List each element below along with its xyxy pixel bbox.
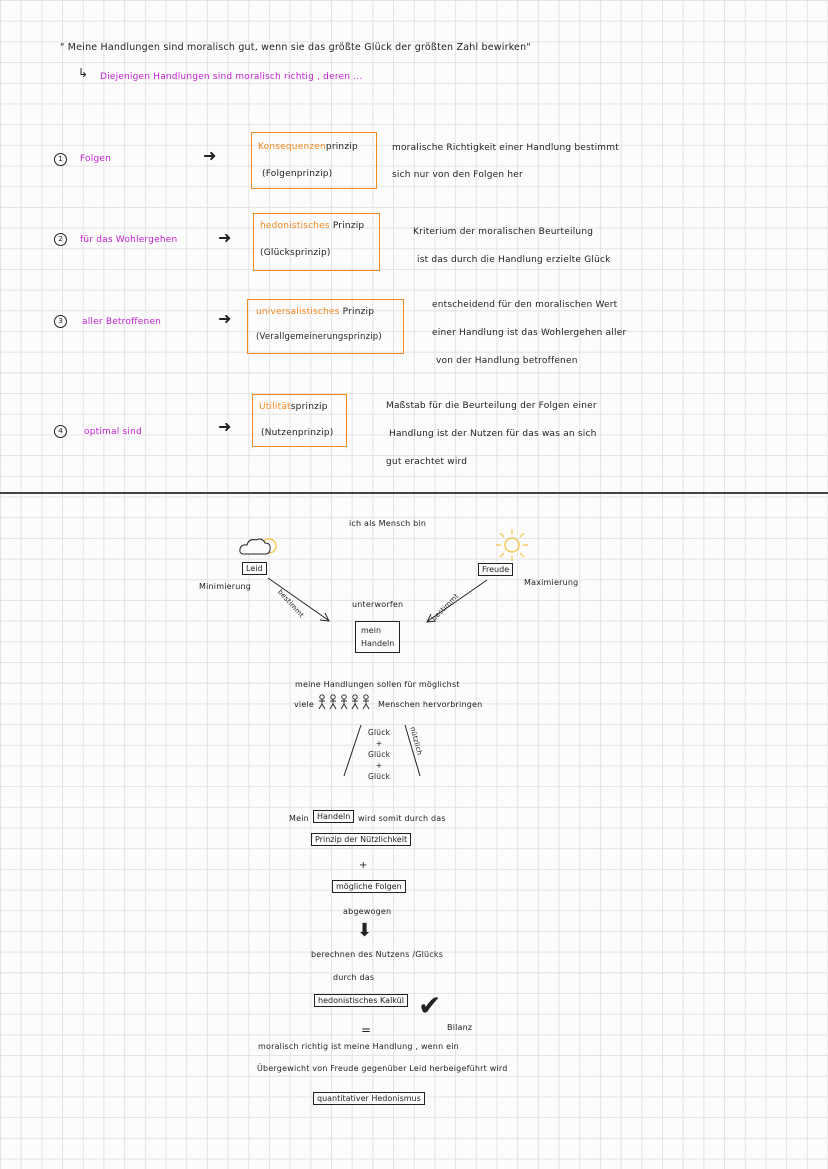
principle-highlight: hedonistisches: [260, 221, 330, 231]
bilanz-label: Bilanz: [447, 1023, 473, 1032]
principle-desc-line: ist das durch die Handlung erzielte Glüc…: [417, 255, 611, 265]
sun-icon: [496, 529, 528, 561]
kalkuel-box: hedonistisches Kalkül: [314, 994, 408, 1007]
hedonismus-box: quantitativer Hedonismus: [313, 1092, 425, 1105]
principle-keyword: Folgen: [80, 154, 112, 164]
sum-item: +: [375, 761, 383, 770]
person-icon: [351, 694, 359, 710]
number-badge: 1: [54, 153, 67, 166]
right-arrow-icon: ➜: [218, 228, 232, 247]
number-badge: 2: [54, 233, 67, 246]
principle-desc-line: Kriterium der moralischen Beurteilung: [413, 227, 594, 237]
principle-alt-name: (Glücksprinzip): [260, 248, 331, 258]
menschen-label: Menschen hervorbringen: [378, 700, 483, 709]
principle-rest: prinzip: [325, 142, 358, 152]
principle-alt-name: (Folgenprinzip): [262, 169, 333, 179]
cloud-sun-icon: [239, 538, 277, 555]
nuetzlich-label: nützlich: [408, 726, 424, 757]
person-icon: [318, 694, 326, 710]
glueck-sum: Glück + Glück + Glück: [368, 727, 390, 782]
principle-desc-line: Maßstab für die Beurteilung der Folgen e…: [386, 401, 597, 411]
durch-das-label: durch das: [333, 973, 375, 982]
handeln-box: Handeln: [313, 810, 355, 823]
principle-highlight: Utilität: [259, 402, 291, 412]
wird-somit-label: wird somit durch das: [358, 814, 446, 823]
followup-text: Diejenigen Handlungen sind moralisch ric…: [100, 72, 363, 82]
people-icons: [317, 694, 372, 714]
conclusion-line: moralisch richtig ist meine Handlung , w…: [258, 1042, 459, 1051]
unterworfen-label: unterworfen: [352, 600, 404, 609]
diagram-top-label: ich als Mensch bin: [349, 519, 427, 528]
right-arrow-icon: ➜: [218, 417, 232, 436]
person-icon: [329, 694, 337, 710]
mein-handeln-box: mein Handeln: [355, 621, 401, 653]
freude-box: Freude: [478, 563, 514, 576]
maximierung-label: Maximierung: [524, 578, 579, 587]
principle-desc-line: Handlung ist der Nutzen für das was an s…: [389, 429, 597, 439]
right-arrow-icon: ➜: [203, 146, 217, 165]
quote-text: " Meine Handlungen sind moralisch gut, w…: [60, 42, 531, 53]
principle-desc-line: entscheidend für den moralischen Wert: [432, 300, 618, 310]
principle-rest: Prinzip: [329, 221, 365, 231]
number-badge: 4: [54, 425, 67, 438]
principle-desc-line: moralische Richtigkeit einer Handlung be…: [392, 143, 619, 153]
person-icon: [340, 694, 348, 710]
principle-box: Utilitätsprinzip (Nutzenprinzip): [252, 394, 347, 447]
principle-rest: Prinzip: [339, 307, 375, 317]
principle-keyword: aller Betroffenen: [82, 317, 162, 327]
principle-desc-line: von der Handlung betroffenen: [436, 356, 578, 366]
person-icon: [362, 694, 370, 710]
principle-desc-line: einer Handlung ist das Wohlergehen aller: [432, 328, 627, 338]
arrow-icon: ↳: [78, 66, 89, 80]
principle-box: hedonistisches Prinzip (Glücksprinzip): [253, 213, 380, 271]
viele-label: viele: [294, 700, 315, 709]
number-badge: 3: [54, 315, 67, 328]
leid-box: Leid: [242, 562, 267, 575]
prinzip-box: Prinzip der Nützlichkeit: [311, 833, 412, 846]
principle-box: Konsequenzenprinzip (Folgenprinzip): [251, 132, 377, 189]
abgewogen-label: abgewogen: [343, 907, 392, 916]
principle-alt-name: (Verallgemeinerungsprinzip): [256, 332, 382, 342]
minimierung-label: Minimierung: [199, 582, 252, 591]
principle-keyword: optimal sind: [84, 427, 142, 437]
equals-sign: =: [361, 1023, 372, 1037]
mein-label: Mein: [289, 814, 309, 823]
principle-box: universalistisches Prinzip (Verallgemein…: [247, 299, 404, 354]
plus-sign: +: [359, 860, 368, 871]
berechnen-label: berechnen des Nutzens /Glücks: [311, 950, 444, 959]
folgen-box: mögliche Folgen: [332, 880, 406, 893]
mein-handeln-line: mein: [361, 626, 382, 635]
down-arrow-icon: ⬇: [357, 920, 373, 941]
sum-item: +: [375, 739, 383, 748]
handlungen-line: meine Handlungen sollen für möglichst: [295, 680, 460, 689]
checkmark-icon: ✔: [418, 989, 442, 1022]
bestimmt-right-label: bestimmt: [430, 592, 461, 623]
principle-alt-name: (Nutzenprinzip): [261, 428, 334, 438]
principle-keyword: für das Wohlergehen: [80, 235, 178, 245]
sum-item: Glück: [368, 750, 391, 759]
right-arrow-icon: ➜: [218, 309, 232, 328]
sum-item: Glück: [368, 772, 391, 781]
section-divider: [0, 492, 828, 494]
principle-rest: sprinzip: [290, 402, 328, 412]
mein-handeln-line: Handeln: [361, 639, 395, 648]
conclusion-line: Übergewicht von Freude gegenüber Leid he…: [257, 1064, 508, 1073]
principle-desc-line: sich nur von den Folgen her: [392, 170, 523, 180]
bestimmt-left-label: bestimmt: [276, 588, 306, 620]
principle-highlight: Konsequenzen: [258, 142, 326, 152]
sum-item: Glück: [368, 728, 391, 737]
principle-desc-line: gut erachtet wird: [386, 457, 468, 467]
principle-highlight: universalistisches: [256, 307, 340, 317]
